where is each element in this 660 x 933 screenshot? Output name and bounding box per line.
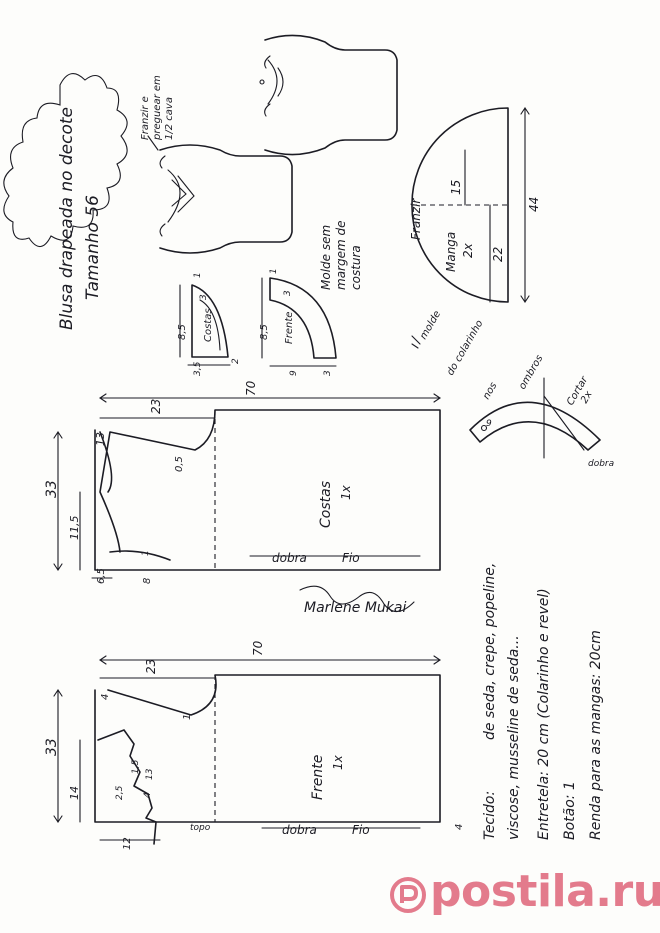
materials-renda: Renda para as mangas: 20cm xyxy=(588,630,604,840)
note-molde-3: costura xyxy=(349,245,363,290)
materials-tecido-2: viscose, musseline de seda... xyxy=(506,635,522,840)
back-115: 11,5 xyxy=(68,516,81,541)
front-13: 13 xyxy=(145,768,155,780)
materials-tecido-label: Tecido: xyxy=(482,791,498,840)
front-qty: 1x xyxy=(331,754,345,770)
front-tope: topo xyxy=(190,823,211,833)
title-line1: Blusa drapeada no decote xyxy=(57,107,77,330)
signature: Marlene Mukai xyxy=(299,585,415,616)
watermark-text: postila.ru xyxy=(430,866,660,917)
facing-back-label: Costas xyxy=(203,308,214,342)
back-label: Costas xyxy=(318,481,334,528)
front-fio: Fio xyxy=(352,823,370,837)
blouse-sketch-back xyxy=(259,34,398,156)
front-12: 12 xyxy=(122,837,133,850)
front-pattern: 70 23 33 14 4 1 12 2,5 13 1,5 4 4 topo F… xyxy=(44,640,465,850)
back-dobra: dobra xyxy=(272,551,307,565)
facing-back-85: 8,5 xyxy=(177,324,188,340)
facing-front: 8,5 Frente 3 3 9 1 xyxy=(259,268,337,376)
note-franzir-1: Franzir e xyxy=(140,96,151,140)
collar-ombros: ombros xyxy=(517,353,545,391)
back-qty: 1x xyxy=(339,484,353,500)
front-25: 2,5 xyxy=(115,785,125,800)
front-dobra: dobra xyxy=(282,823,317,837)
back-23: 23 xyxy=(149,399,163,414)
note-franzir-2: preguear em xyxy=(152,75,163,141)
facing-back-1: 1 xyxy=(193,272,203,278)
materials-tecido-1: de seda, crepe, popeline, xyxy=(482,563,498,740)
front-label: Frente xyxy=(310,755,326,800)
collar-qty: 2x xyxy=(579,389,595,405)
collar-nos: nos xyxy=(481,381,499,402)
facing-front-9: 9 xyxy=(289,370,299,376)
back-05: 0,5 xyxy=(174,456,185,472)
back-65: 6,5 xyxy=(96,568,107,584)
blouse-sketch-front xyxy=(147,135,293,254)
front-70: 70 xyxy=(251,640,265,656)
collar-dobra: dobra xyxy=(588,459,614,469)
front-4c: 4 xyxy=(454,824,465,830)
sleeve-franzir: Franzir xyxy=(409,198,423,240)
title-block: Blusa drapeada no decote Tamanho 56 xyxy=(3,73,128,330)
materials-list: Tecido: de seda, crepe, popeline, viscos… xyxy=(482,563,604,840)
front-4b: 4 xyxy=(143,792,153,798)
back-1: 1 xyxy=(141,550,151,556)
back-8: 8 xyxy=(142,578,153,584)
sleeve-22: 22 xyxy=(491,247,505,262)
front-14: 14 xyxy=(68,786,81,800)
facing-back: 8,5 Costas 3 3,5 1 2 xyxy=(177,272,241,376)
watermark-icon xyxy=(390,877,426,913)
sleeve-qty: 2x xyxy=(461,242,475,258)
collar-molde: molde xyxy=(418,309,443,341)
materials-botao: Botão: 1 xyxy=(562,781,578,840)
back-13: 13 xyxy=(94,432,107,446)
facing-front-3b: 3 xyxy=(323,370,333,376)
front-15: 1,5 xyxy=(131,759,141,774)
facing-back-3: 3 xyxy=(199,294,209,300)
signature-text: Marlene Mukai xyxy=(304,600,406,616)
facing-back-2: 2 xyxy=(231,358,241,364)
back-fio: Fio xyxy=(342,551,360,565)
front-33: 33 xyxy=(44,738,60,756)
facing-front-85: 8,5 xyxy=(259,324,270,340)
facing-front-label: Frente xyxy=(284,312,295,344)
title-line2: Tamanho 56 xyxy=(83,195,103,300)
sleeve-label: Manga xyxy=(444,232,458,272)
collar-pattern: molde do colarinho nos ombros Cortar 2x … xyxy=(411,309,614,469)
materials-entretela: Entretela: 20 cm (Colarinho e revel) xyxy=(536,588,552,840)
note-franzir-3: 1/2 cava xyxy=(164,97,175,140)
sleeve-pattern: Franzir Manga 2x 44 15 22 xyxy=(409,107,541,303)
front-1: 1 xyxy=(182,714,193,720)
note-molde-1: Molde sem xyxy=(319,225,333,290)
collar-entretela: do colarinho xyxy=(445,318,485,377)
facing-front-3a: 3 xyxy=(283,290,293,296)
front-23: 23 xyxy=(144,659,158,674)
facing-back-35: 3,5 xyxy=(193,361,203,376)
facing-front-1: 1 xyxy=(269,268,279,274)
back-70: 70 xyxy=(244,380,258,396)
sleeve-44: 44 xyxy=(527,197,541,212)
collar-9: 9 xyxy=(486,419,492,429)
back-pattern: 70 23 33 11,5 13 0,5 6,5 8 1 Costas 1x d… xyxy=(44,380,441,584)
sleeve-15: 15 xyxy=(449,180,463,195)
back-33: 33 xyxy=(44,480,60,498)
note-molde-2: margem de xyxy=(334,221,348,290)
front-4: 4 xyxy=(100,694,111,700)
